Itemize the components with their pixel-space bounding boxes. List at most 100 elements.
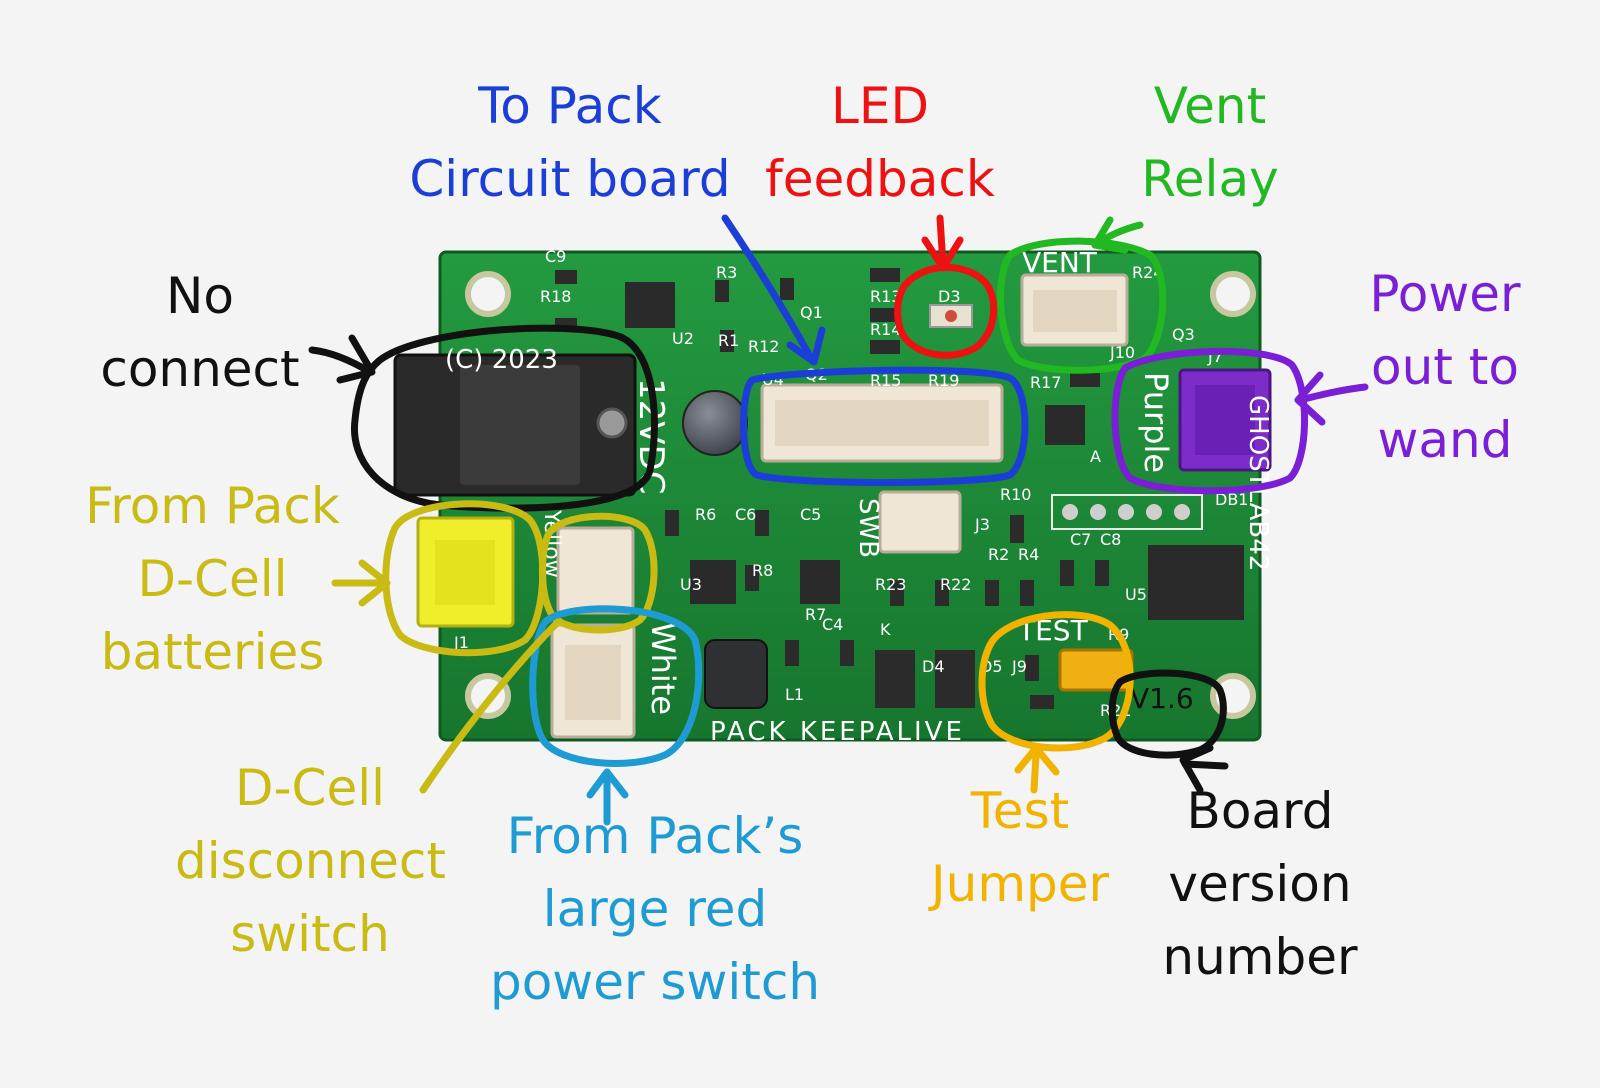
arrow-led (936, 214, 947, 269)
ic-u5 (1148, 545, 1244, 620)
mounting-hole-tl (465, 271, 511, 317)
label-to-pack-line2: Circuit board (409, 150, 731, 208)
label-vent-relay-line1: Vent (1153, 77, 1267, 135)
inductor-l1 (704, 639, 768, 709)
silk-pack-keepalive: PACK KEEPALIVE (710, 717, 965, 747)
silk-ref-u3: U3 (680, 575, 702, 594)
silk-ref-c5: C5 (800, 505, 821, 524)
label-board-version-line1: Board (1186, 782, 1334, 840)
label-led-feedback-line2: feedback (765, 150, 995, 208)
silk-ref-c6: C6 (735, 505, 756, 524)
arrow-board-version (1181, 760, 1229, 770)
silk-ref-l1: L1 (785, 685, 804, 704)
silk-ref-r14: R14 (870, 320, 901, 339)
label-power-out-line1: Power (1369, 265, 1521, 323)
silk-ref-c7: C7 (1070, 530, 1091, 549)
silk-purple: Purple (1137, 372, 1175, 473)
circle-yellow (382, 500, 547, 657)
label-led-feedback: LED feedback (765, 70, 995, 216)
label-to-pack: To Pack Circuit board (405, 70, 735, 216)
label-from-pack-red: From Pack’s large red power switch (485, 800, 825, 1019)
label-board-version-line2: version (1168, 855, 1352, 913)
silk-ref-r1: R1 (718, 331, 739, 350)
pin-header-db1 (1051, 494, 1203, 530)
silk-ref-r2: R2 (988, 545, 1009, 564)
silk-ref-j3: J3 (974, 515, 990, 534)
smd-parts (555, 268, 1109, 709)
silk-ref-r19: R19 (928, 371, 959, 390)
ic-u3 (690, 560, 736, 604)
silk-ref-j9: J9 (1011, 657, 1027, 676)
label-to-pack-line1: To Pack (478, 77, 662, 135)
circle-led (894, 263, 998, 359)
silk-ref-q1: Q1 (800, 303, 823, 322)
silk-ref-db1: DB1 (1215, 490, 1248, 509)
label-power-out-line3: wand (1377, 411, 1513, 469)
circle-power-out (1111, 347, 1308, 495)
silk-ref-c8: C8 (1100, 530, 1121, 549)
label-from-pack-dcell-line2: D-Cell (137, 550, 288, 608)
silk-ref-r7: R7 (805, 605, 826, 624)
silk-ref-j10: J10 (1109, 343, 1135, 362)
label-from-pack-dcell-line3: batteries (100, 623, 325, 681)
label-test-jumper: Test Jumper (920, 775, 1120, 921)
silk-ref-r17: R17 (1030, 373, 1061, 392)
label-power-out: Power out to wand (1350, 258, 1540, 477)
label-vent-relay-line2: Relay (1141, 150, 1279, 208)
label-test-jumper-line2: Jumper (930, 855, 1110, 913)
label-test-jumper-line1: Test (970, 782, 1070, 840)
switch-connector (556, 526, 635, 615)
label-dcell-switch-line2: disconnect (175, 832, 446, 890)
silk-ref-r13: R13 (870, 287, 901, 306)
silk-ref-j1: J1 (453, 633, 469, 652)
diode-d4 (875, 650, 915, 708)
silk-ref-r4: R4 (1018, 545, 1039, 564)
transistor-q (1045, 405, 1085, 445)
diode-d5 (935, 650, 975, 708)
circle-no-connect (350, 324, 658, 512)
label-board-version-line3: number (1162, 928, 1358, 986)
silk-ref-r3: R3 (716, 263, 737, 282)
arrow-dcell-switch (419, 618, 562, 794)
silk-ref-k: K (880, 620, 891, 639)
mounting-hole-tr (1210, 271, 1256, 317)
silk-ref-r8: R8 (752, 561, 773, 580)
label-dcell-switch-line3: switch (230, 905, 390, 963)
silk-ref-d3: D3 (938, 287, 961, 306)
silk-ref-r18: R18 (540, 287, 571, 306)
silk-ref-r10: R10 (1000, 485, 1031, 504)
label-dcell-switch-line1: D-Cell (235, 759, 385, 817)
silk-vent: VENT (1022, 246, 1098, 279)
silk-ref-d4: D4 (922, 657, 945, 676)
silk-ref-q3: Q3 (1172, 325, 1195, 344)
label-led-feedback-line1: LED (831, 77, 929, 135)
label-power-out-line2: out to (1371, 338, 1519, 396)
j3-connector (878, 490, 962, 554)
circle-to-pack (740, 366, 1029, 486)
arrow-power-out (1296, 383, 1369, 404)
label-from-pack-dcell-line1: From Pack (85, 477, 340, 535)
silk-ref-c4: C4 (822, 615, 843, 634)
label-from-pack-red-line2: large red (542, 880, 768, 938)
circle-white (529, 605, 703, 767)
silk-ref-c9: C9 (545, 247, 566, 266)
silk-ref-a: A (1090, 447, 1101, 466)
silk-version: V1.6 (1130, 682, 1194, 715)
silk-ref-r23: R23 (875, 575, 906, 594)
label-dcell-switch: D-Cell disconnect switch (175, 752, 446, 971)
label-no-connect-line1: No (166, 267, 234, 325)
circle-dcell-switch (538, 512, 658, 634)
silk-white: White (644, 622, 682, 715)
label-no-connect: No connect (95, 260, 305, 406)
silk-ref-r12: R12 (748, 337, 779, 356)
silk-ref-r15: R15 (870, 371, 901, 390)
silk-swb: SWB (853, 498, 883, 558)
silk-ref-r6: R6 (695, 505, 716, 524)
silk-ref-r22: R22 (940, 575, 971, 594)
circle-test-jumper (978, 611, 1134, 752)
label-from-pack-dcell: From Pack D-Cell batteries (80, 470, 345, 689)
label-no-connect-line2: connect (100, 340, 300, 398)
